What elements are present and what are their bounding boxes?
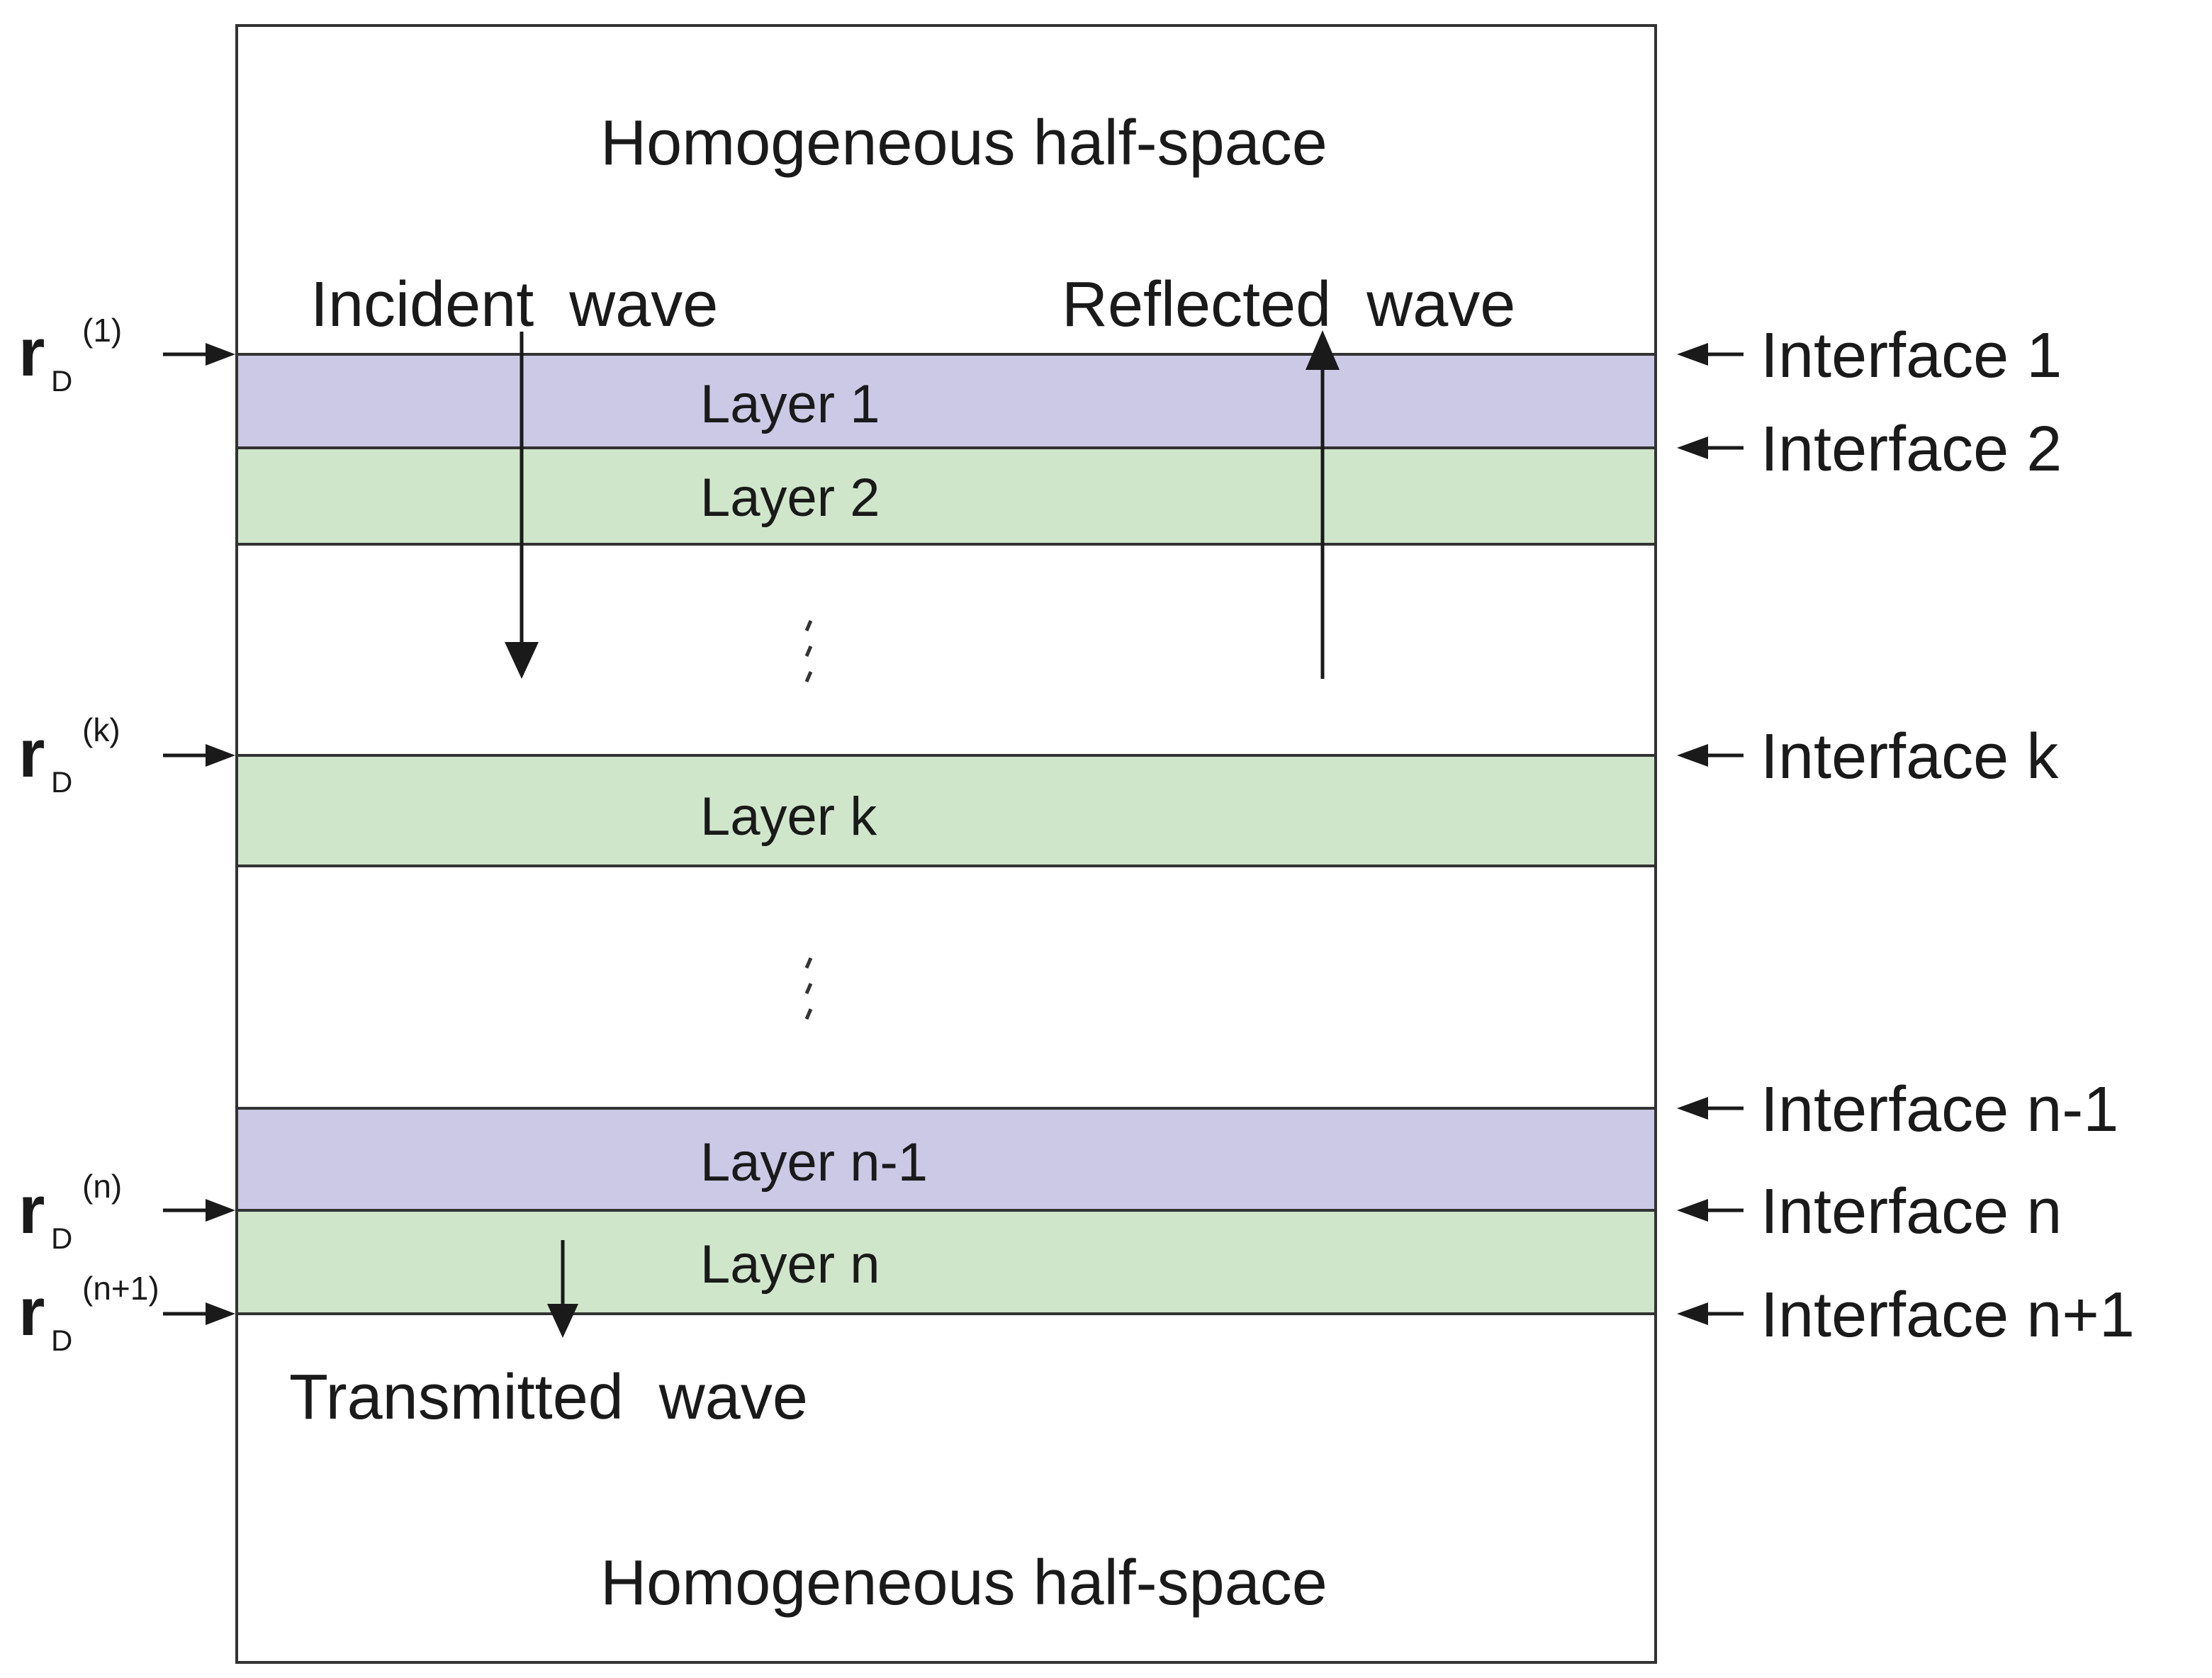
svg-text:D: D [51,1324,72,1357]
incident-wave-label: Incident wave [310,269,718,340]
svg-text:D: D [51,765,72,799]
left-arrow-1 [163,343,235,366]
interface-k-label: Interface k [1761,721,2059,792]
right-arrow-interface-n [1677,1199,1744,1222]
svg-text:(n): (n) [82,1168,122,1205]
layer-1-band [237,354,1656,448]
r-label-n-plus-1: r D (n+1) [18,1270,159,1357]
svg-text:D: D [51,1222,72,1255]
layer-2-label: Layer 2 [700,468,880,528]
left-arrow-n [163,1199,235,1222]
incident-wave-arrowhead [505,642,539,679]
layer-n-1-band [237,1108,1656,1210]
diagram-frame [235,24,1657,1664]
interface-2-label: Interface 2 [1761,414,2062,485]
layer-n-label: Layer n [700,1234,880,1295]
right-arrow-interface-n-plus-1 [1677,1302,1744,1325]
interface-1-label: Interface 1 [1761,320,2062,391]
layer-k-band [237,755,1656,866]
ellipsis-lower-icon [804,957,813,1020]
interface-n-1-label: Interface n-1 [1761,1074,2118,1145]
svg-text:r: r [18,716,45,792]
interface-n-plus-1-label: Interface n+1 [1761,1280,2135,1351]
right-arrow-interface-k [1677,744,1744,767]
svg-text:r: r [18,1274,45,1350]
reflected-wave-arrowhead [1306,330,1340,370]
right-arrow-interface-n-1 [1677,1097,1744,1120]
r-label-n: r D (n) [18,1168,122,1255]
left-arrow-n-plus-1 [163,1302,235,1325]
layer-1-label: Layer 1 [700,374,880,434]
r-label-k: r D (k) [18,711,120,799]
ellipsis-upper-icon [804,620,813,682]
right-arrow-interface-1 [1677,343,1744,366]
svg-text:r: r [18,315,45,390]
svg-text:D: D [51,364,72,398]
layer-k-label: Layer k [700,787,877,847]
layer-n-1-label: Layer n-1 [700,1132,928,1193]
top-halfspace-label: Homogeneous half-space [600,108,1327,179]
layer-2-band [237,448,1656,544]
svg-text:(1): (1) [82,312,122,349]
interface-n-label: Interface n [1761,1176,2062,1247]
r-label-1: r D (1) [18,312,122,398]
svg-text:(n+1): (n+1) [82,1270,159,1307]
left-arrow-k [163,744,235,767]
reflected-wave-label: Reflected wave [1062,269,1515,340]
transmitted-wave-arrowhead [547,1304,578,1338]
svg-text:(k): (k) [82,711,120,748]
right-arrow-interface-2 [1677,437,1744,459]
svg-text:r: r [18,1172,45,1248]
bottom-halfspace-label: Homogeneous half-space [600,1548,1327,1618]
transmitted-wave-label: Transmitted wave [289,1362,808,1433]
layer-n-band [237,1210,1656,1314]
